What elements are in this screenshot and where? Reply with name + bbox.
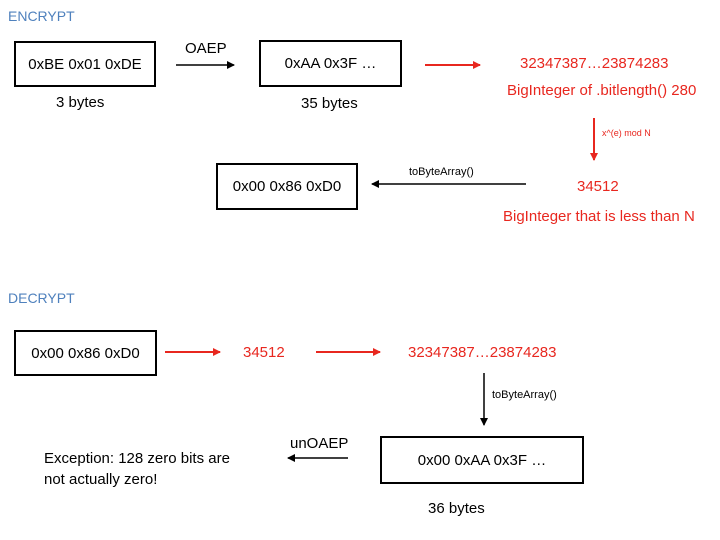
- exception-line-1: Exception: 128 zero bits are: [44, 450, 230, 467]
- encrypt-bigint-value: 32347387…23874283: [520, 55, 669, 72]
- unoaep-label: unOAEP: [290, 435, 349, 452]
- encrypt-input-bytes: 0xBE 0x01 0xDE: [28, 55, 142, 73]
- decrypt-bytes: 0x00 0xAA 0x3F …: [417, 451, 547, 469]
- decrypt-plain-value: 32347387…23874283: [408, 344, 557, 361]
- decrypt-cipher-value: 34512: [243, 344, 285, 361]
- tobytearray-label-decrypt: toByteArray(): [492, 389, 557, 401]
- encrypt-output-box: 0x00 0x86 0xD0: [216, 163, 358, 210]
- exception-line-2: not actually zero!: [44, 471, 158, 488]
- encrypt-padded-caption: 35 bytes: [301, 95, 358, 112]
- decrypt-title: DECRYPT: [8, 290, 75, 306]
- encrypt-input-box: 0xBE 0x01 0xDE: [14, 41, 156, 87]
- decrypt-input-box: 0x00 0x86 0xD0: [14, 330, 157, 376]
- decrypt-bytes-box: 0x00 0xAA 0x3F …: [380, 436, 584, 484]
- modexp-label: x^(e) mod N: [602, 128, 651, 138]
- encrypt-input-caption: 3 bytes: [56, 94, 105, 111]
- decrypt-bytes-caption: 36 bytes: [428, 500, 485, 517]
- tobytearray-label-encrypt: toByteArray(): [409, 166, 474, 178]
- oaep-label: OAEP: [185, 40, 227, 57]
- encrypt-title: ENCRYPT: [8, 8, 75, 24]
- encrypt-output-bytes: 0x00 0x86 0xD0: [232, 178, 342, 195]
- encrypt-padded-bytes: 0xAA 0x3F …: [284, 55, 377, 72]
- decrypt-input-bytes: 0x00 0x86 0xD0: [31, 344, 140, 362]
- encrypt-result-value: 34512: [577, 178, 619, 195]
- encrypt-padded-box: 0xAA 0x3F …: [259, 40, 402, 87]
- encrypt-bigint-desc: BigInteger of .bitlength() 280: [507, 82, 697, 99]
- encrypt-result-desc: BigInteger that is less than N: [503, 208, 695, 225]
